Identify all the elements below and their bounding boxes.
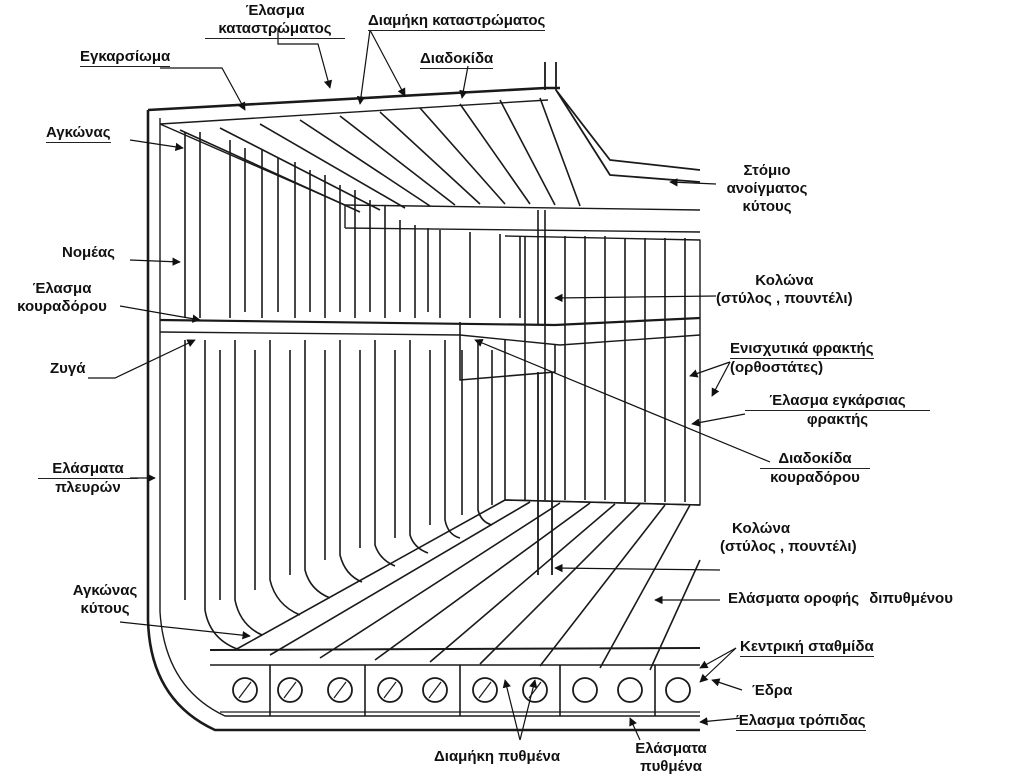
hole-hatching bbox=[238, 681, 542, 699]
hatch-coaming bbox=[544, 62, 701, 183]
label-centre-girder: Κεντρική σταθμίδα bbox=[740, 638, 874, 657]
double-bottom-floors bbox=[269, 665, 656, 716]
main-deck-inner bbox=[159, 99, 549, 125]
lightening-holes bbox=[232, 677, 691, 703]
label-tween-deck-girder: Διαδοκίδα κουραδόρου bbox=[760, 450, 870, 487]
label-bilge-bracket-line2: κύτους bbox=[80, 600, 130, 617]
tank-top-planks bbox=[269, 501, 701, 671]
label-tank-top-part1: Ελάσματα οροφής bbox=[728, 590, 860, 607]
label-deck-plating-line2: καταστρώματος bbox=[205, 20, 345, 39]
label-hatch-coaming-line2: ανοίγματος bbox=[726, 180, 808, 197]
label-deck-longitudinal: Διαμήκη καταστρώματος bbox=[368, 12, 546, 31]
bulkhead-outline bbox=[504, 235, 701, 506]
label-bilge-bracket-line1: Αγκώνας bbox=[72, 582, 138, 599]
label-bulkhead-stiffeners-line1: Ενισχυτικά φρακτής bbox=[730, 340, 874, 359]
lower-frames bbox=[184, 340, 506, 651]
label-bulkhead-plating-line2: φρακτής bbox=[806, 411, 869, 428]
label-bulkhead-stiffeners: Ενισχυτικά φρακτής (ορθοστάτες) bbox=[730, 340, 874, 377]
label-tween-deck-girder-line2: κουραδόρου bbox=[770, 469, 860, 486]
label-beam: Ζυγά bbox=[50, 360, 86, 377]
deck-underside bbox=[159, 123, 701, 211]
label-bulkhead-plating: Έλασμα εγκάρσιας φρακτής bbox=[745, 392, 930, 429]
label-floor: Έδρα bbox=[752, 682, 793, 699]
label-tank-top-part2: διπυθμένου bbox=[869, 590, 953, 607]
label-bracket: Αγκώνας bbox=[46, 124, 111, 143]
label-frame: Νομέας bbox=[62, 244, 115, 261]
label-bulkhead-stiffeners-line2: (ορθοστάτες) bbox=[730, 359, 824, 376]
hull-inner-side bbox=[159, 118, 700, 717]
label-deck-girder: Διαδοκίδα bbox=[420, 50, 494, 69]
deck-girder-line bbox=[344, 205, 701, 233]
label-hatch-coaming-line1: Στόμιο bbox=[743, 162, 791, 179]
label-bottom-plating: Ελάσματα πυθμένα bbox=[626, 740, 716, 776]
tween-deck-girder bbox=[459, 322, 556, 381]
label-deck-plating-line1: Έλασμα bbox=[245, 2, 305, 19]
label-tween-deck-plating-line2: κουραδόρου bbox=[17, 298, 107, 315]
tween-deck-face bbox=[159, 331, 701, 346]
label-bottom-longitudinal: Διαμήκη πυθμένα bbox=[434, 748, 561, 765]
label-pillar-upper-line1: Κολώνα bbox=[755, 272, 814, 289]
label-pillar-lower-line1: Κολώνα bbox=[732, 520, 791, 537]
label-deck-plating: Έλασμα καταστρώματος bbox=[205, 2, 345, 39]
label-pillar-upper-line2: (στύλος , πουντέλι) bbox=[716, 290, 853, 307]
label-bottom-plating-line1: Ελάσματα bbox=[635, 740, 707, 757]
main-deck-edge bbox=[147, 86, 560, 112]
deck-longitudinals bbox=[179, 97, 581, 213]
tween-deck-edge bbox=[159, 316, 701, 327]
label-side-plating-line1: Ελάσματα bbox=[38, 460, 138, 479]
label-hatch-coaming: Στόμιο ανοίγματος κύτους bbox=[712, 162, 822, 216]
tank-top-edge bbox=[234, 499, 701, 651]
label-side-plating-line2: πλευρών bbox=[55, 479, 121, 496]
label-pillar-upper: Κολώνα (στύλος , πουντέλι) bbox=[716, 272, 853, 308]
label-pillar-lower: Κολώνα (στύλος , πουντέλι) bbox=[720, 520, 857, 556]
pillar-upper bbox=[537, 210, 546, 325]
label-tank-top: Ελάσματα οροφής διπυθμένου bbox=[728, 590, 953, 608]
label-bilge-bracket: Αγκώνας κύτους bbox=[60, 582, 150, 618]
upper-frames bbox=[184, 132, 521, 318]
label-bulkhead-plating-line1: Έλασμα εγκάρσιας bbox=[745, 392, 930, 411]
label-pillar-lower-line2: (στύλος , πουντέλι) bbox=[720, 538, 857, 555]
label-tween-deck-plating: Έλασμα κουραδόρου bbox=[2, 280, 122, 316]
label-transverse-beam: Εγκαρσίωμα bbox=[80, 48, 171, 67]
upper-frame-inner bbox=[244, 148, 429, 312]
label-hatch-coaming-line3: κύτους bbox=[742, 198, 792, 215]
label-bottom-plating-line2: πυθμένα bbox=[640, 758, 702, 775]
label-side-plating: Ελάσματα πλευρών bbox=[38, 460, 138, 497]
hull-outer-side bbox=[146, 110, 700, 732]
leader-lines bbox=[88, 28, 771, 741]
label-tween-deck-plating-line1: Έλασμα bbox=[32, 280, 92, 297]
tank-top-front-edge bbox=[209, 647, 701, 651]
label-tween-deck-girder-line1: Διαδοκίδα bbox=[760, 450, 870, 469]
label-keel-plate: Έλασμα τρόπιδας bbox=[736, 712, 866, 731]
bulkhead-stiffeners bbox=[524, 236, 686, 502]
lower-frame-inner bbox=[219, 350, 493, 600]
